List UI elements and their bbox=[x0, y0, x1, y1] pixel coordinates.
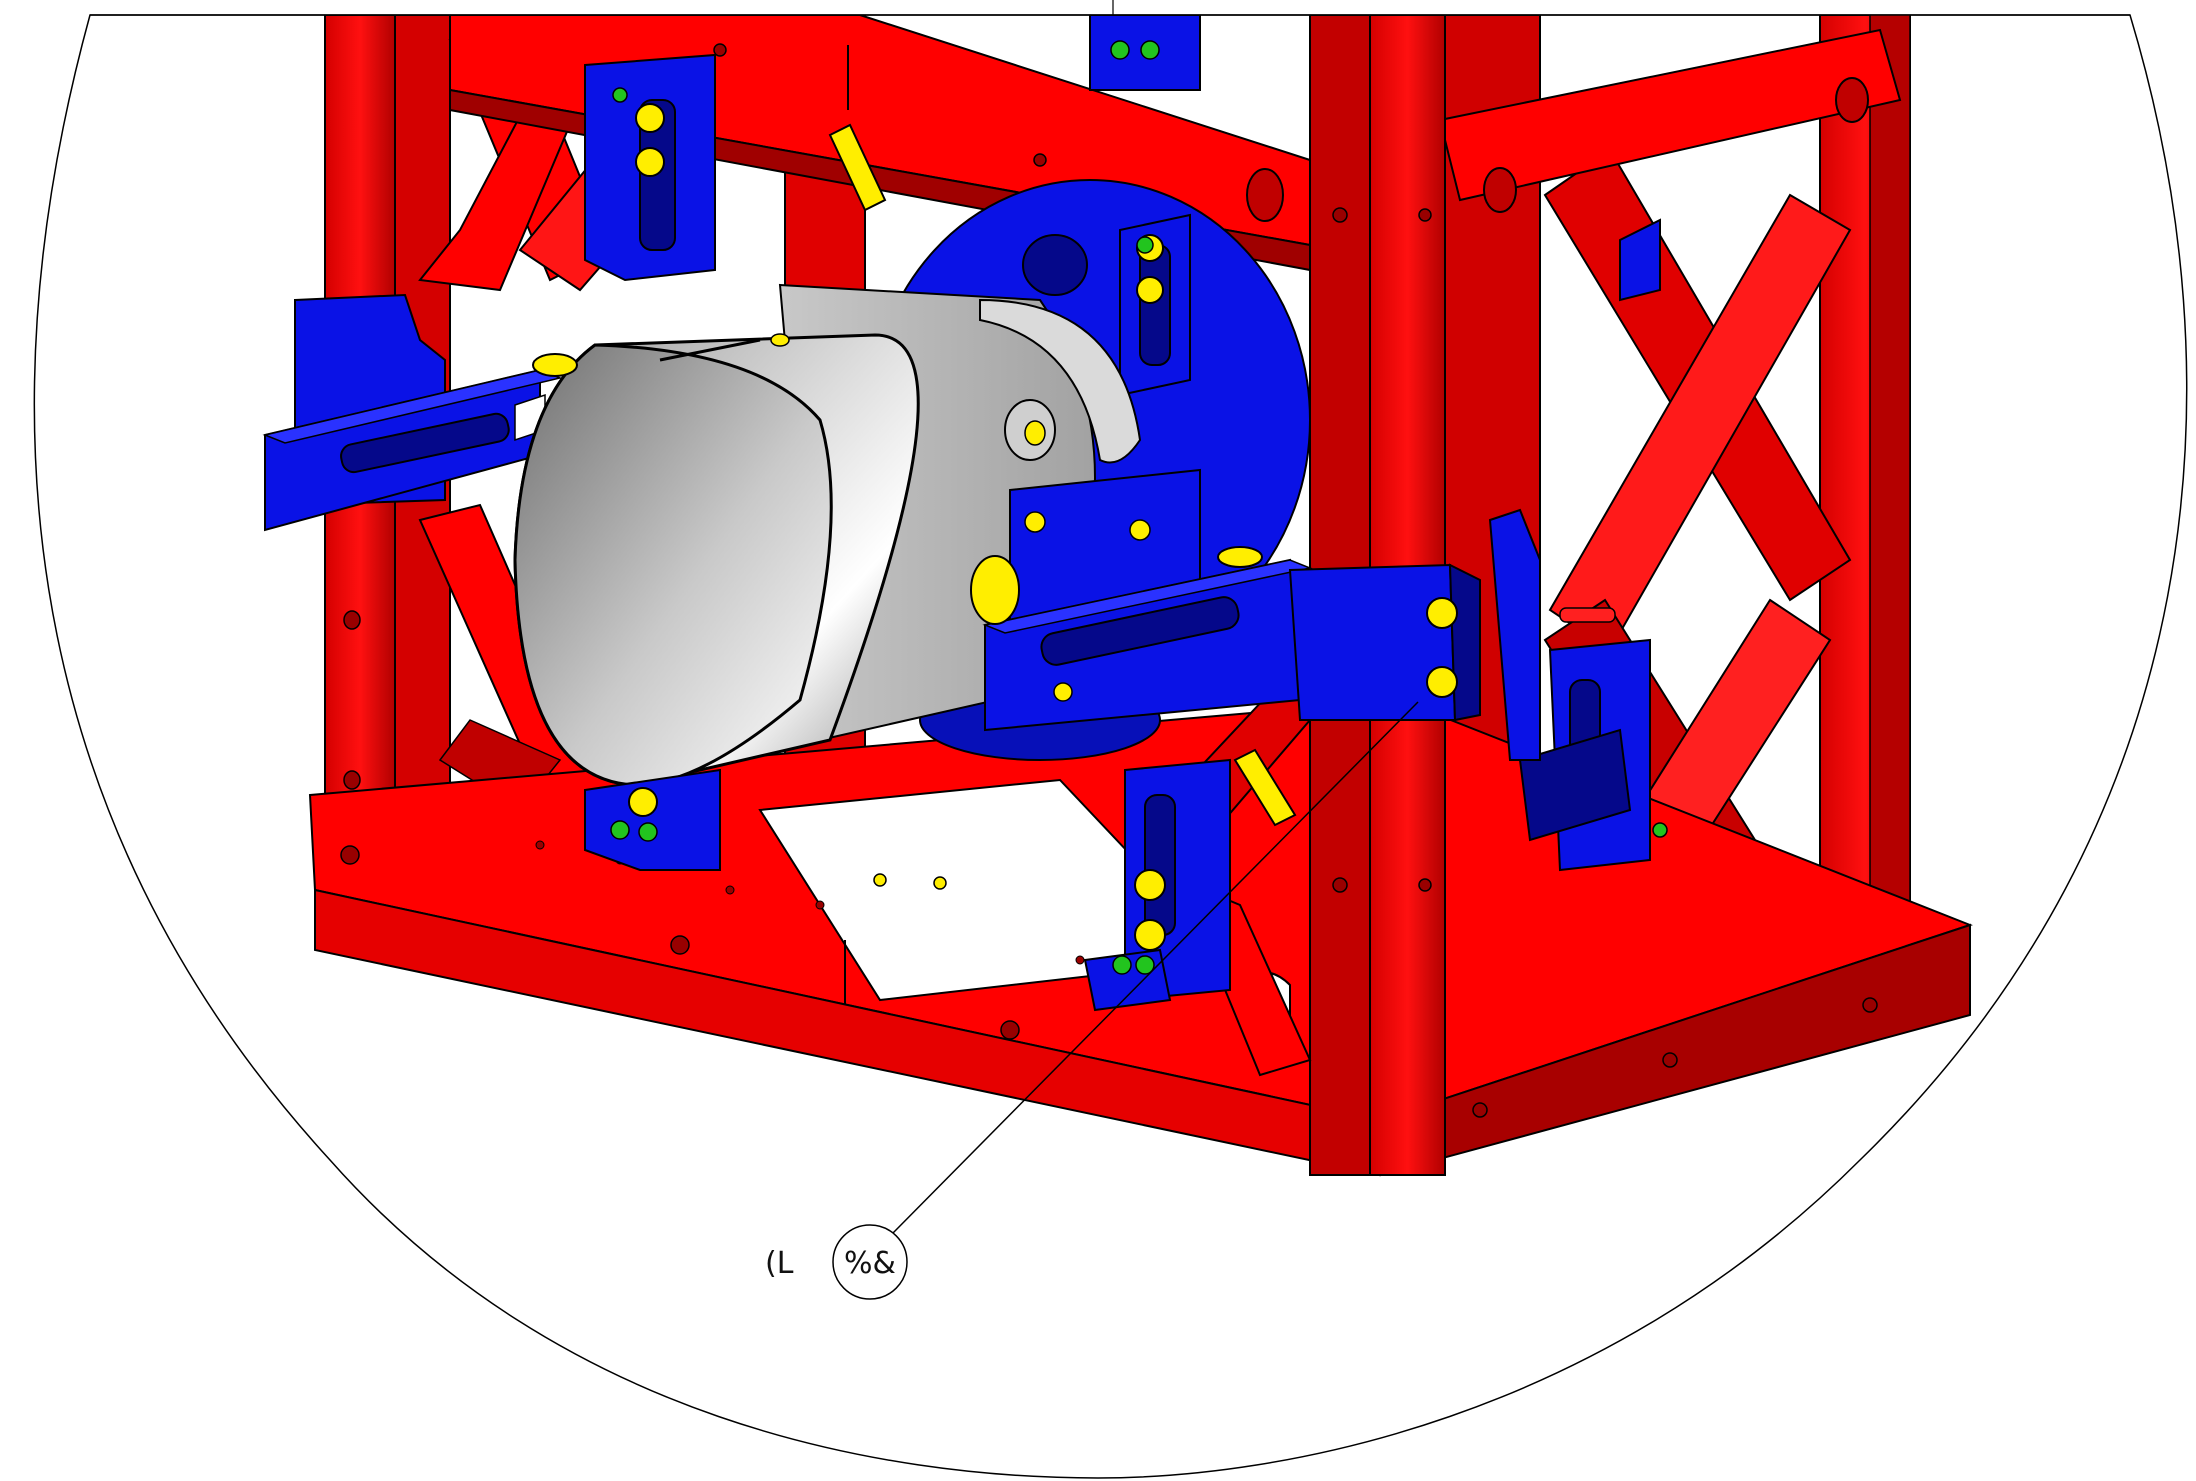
lower-brackets bbox=[584, 508, 1651, 1012]
callout-prefix: (L bbox=[765, 1246, 794, 1281]
fasteners bbox=[610, 40, 1668, 975]
steel-cone bbox=[513, 333, 920, 787]
leader-line bbox=[892, 701, 1419, 1234]
assembly-render bbox=[262, 15, 1973, 1177]
balloon-label: %& bbox=[844, 1246, 896, 1281]
balloon-circle bbox=[832, 1224, 908, 1300]
front-slide-arm bbox=[970, 468, 1481, 732]
